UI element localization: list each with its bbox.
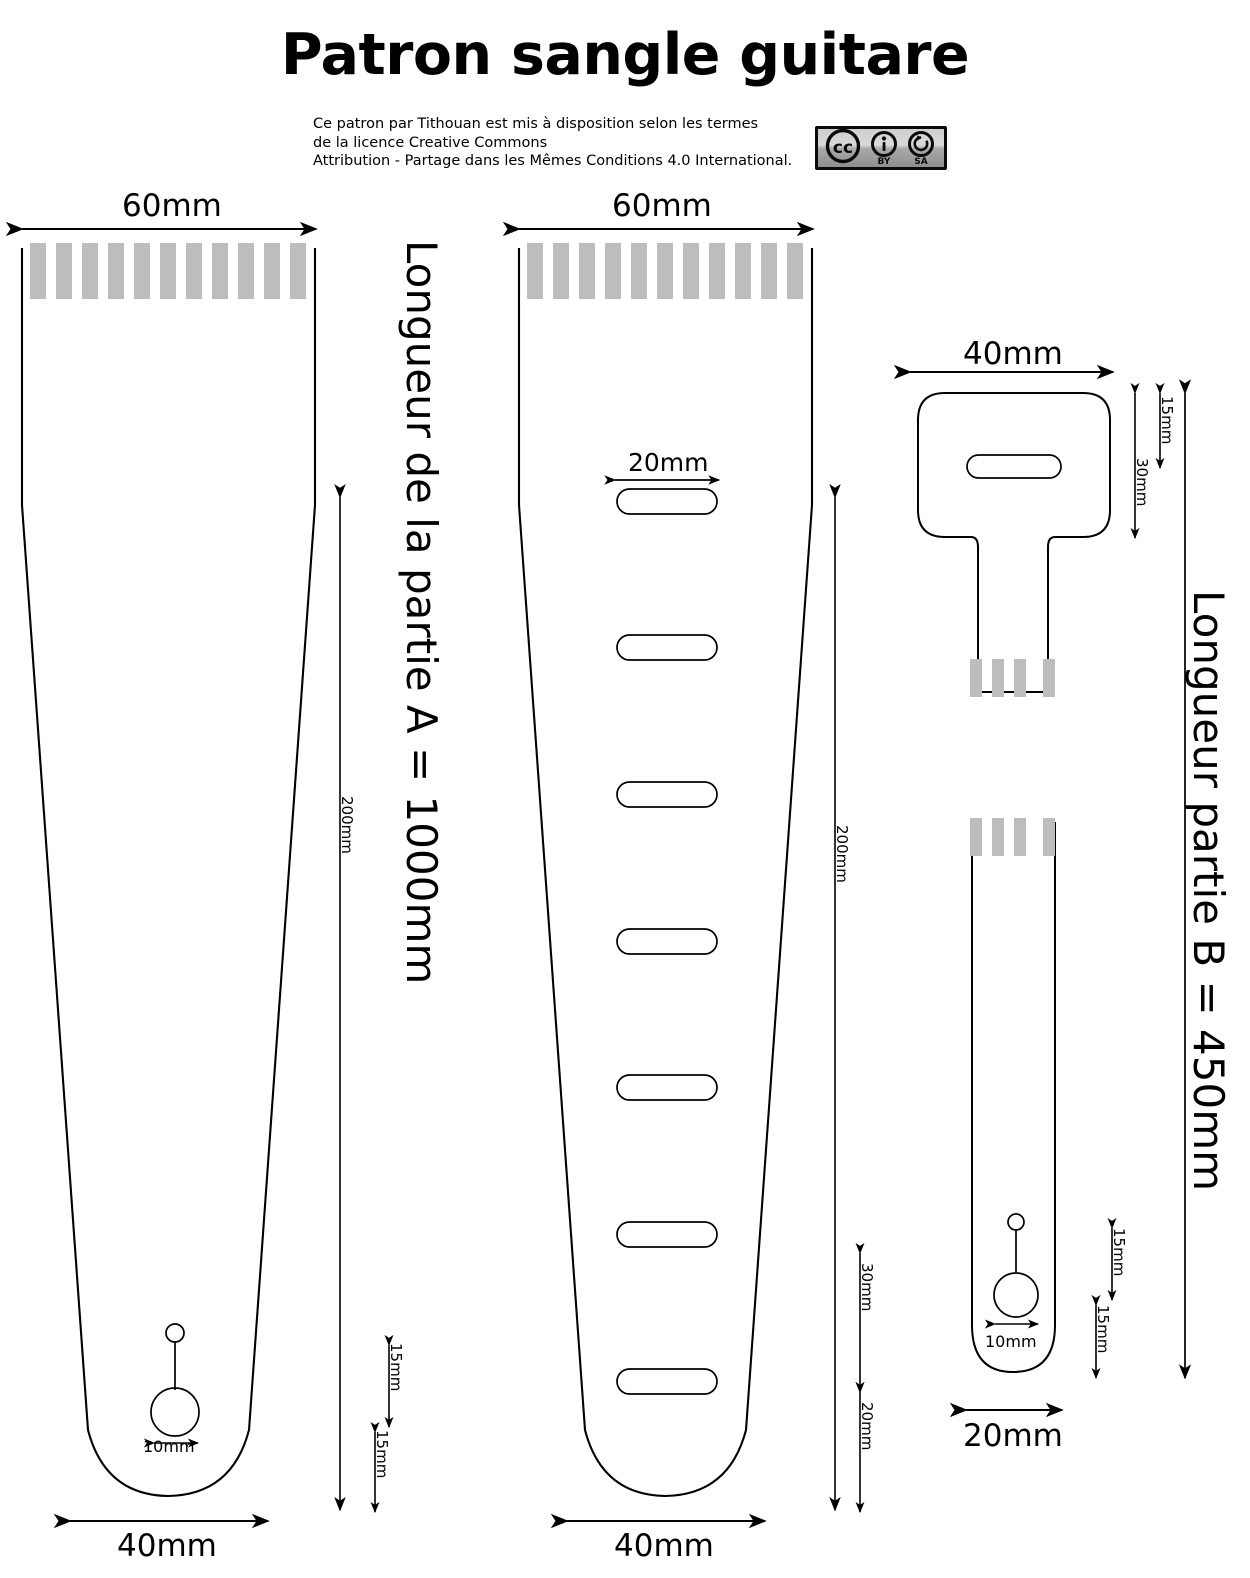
part-a-mirror-slot-width-label: 20mm	[628, 448, 709, 477]
part-a-mirror-shape	[517, 248, 814, 1498]
part-a-title-label: Longueur de la partie A = 1000mm	[397, 240, 446, 985]
license-line-3: Attribution - Partage dans les Mêmes Con…	[313, 153, 793, 169]
part-a-keyhole-width-label: 10mm	[143, 1437, 195, 1456]
svg-text:BY: BY	[878, 157, 891, 167]
part-b-head-shape	[917, 392, 1111, 693]
part-a-bottom-width-label: 40mm	[117, 1528, 217, 1564]
part-b-head-slot	[966, 454, 1062, 479]
part-a-mirror-length-dim-label: 200mm	[833, 825, 851, 883]
part-b-strap-dim-15mm-label-2: 15mm	[1094, 1305, 1112, 1354]
part-b-title-label: Longueur partie B = 450mm	[1184, 590, 1233, 1192]
part-b-strap-shape	[971, 822, 1056, 1373]
part-b-head-stitch-hatching	[970, 659, 1055, 697]
part-b-head-width-label: 40mm	[963, 336, 1063, 372]
part-b-strap-width-label: 20mm	[963, 1418, 1063, 1454]
page-title: Patron sangle guitare	[280, 22, 970, 88]
part-a-mirror-slots	[616, 488, 718, 1395]
part-a-shape	[20, 248, 317, 1498]
part-a-stitch-hatching	[30, 243, 306, 299]
part-a-mirror-dim-30mm-label: 30mm	[858, 1263, 876, 1312]
part-a-length-dim-label: 200mm	[338, 796, 356, 854]
license-line-2: de la licence Creative Commons	[313, 134, 548, 151]
part-a-mirror-stitch-hatching	[527, 243, 803, 299]
part-b-strap-keyhole	[993, 1213, 1039, 1318]
part-b-strap-dim-15mm-label-1: 15mm	[1110, 1228, 1128, 1277]
part-a-top-width-label: 60mm	[122, 188, 222, 224]
svg-text:cc: cc	[833, 138, 853, 158]
part-b-head-dim-15mm-label: 15mm	[1158, 396, 1176, 445]
part-a-mirror-top-width-label: 60mm	[612, 188, 712, 224]
part-a-edge-dim-label-1: 15mm	[387, 1343, 405, 1392]
svg-text:SA: SA	[914, 157, 927, 167]
part-a-edge-dim-label-2: 15mm	[373, 1430, 391, 1479]
part-b-strap-stitch-hatching	[970, 818, 1055, 856]
part-b-strap-keyhole-width-label: 10mm	[985, 1332, 1037, 1351]
license-line-1: Ce patron par Tithouan est mis à disposi…	[313, 116, 759, 132]
part-a-keyhole	[150, 1323, 200, 1437]
part-a-mirror-dim-20mm-label: 20mm	[858, 1402, 876, 1451]
license-text: Ce patron par Tithouan est mis à disposi…	[313, 115, 793, 171]
part-b-head-dim-30mm-label: 30mm	[1133, 458, 1151, 507]
part-a-mirror-bottom-width-label: 40mm	[614, 1528, 714, 1564]
cc-by-sa-badge-icon: cc BY SA	[815, 126, 947, 170]
